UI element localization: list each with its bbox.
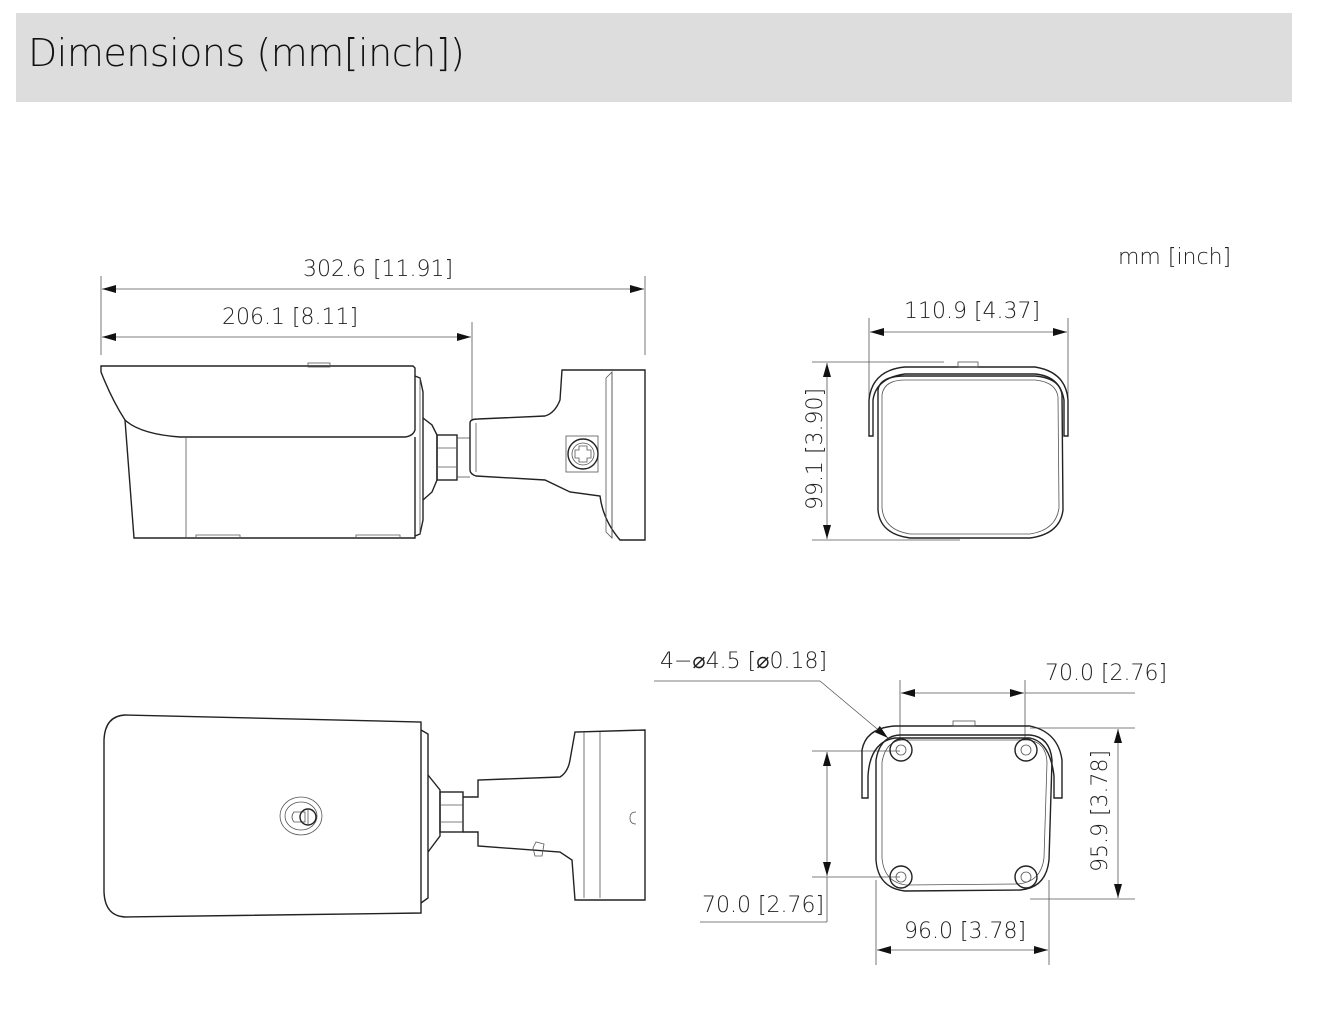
section-title: Dimensions (mm[inch]): [28, 31, 465, 75]
section-header: Dimensions (mm[inch]): [16, 13, 1292, 102]
base-width-label: 96.0 [3.78]: [904, 919, 1026, 944]
units-label: mm [inch]: [1118, 245, 1231, 270]
hole-spec-label: 4−⌀4.5 [⌀0.18]: [660, 649, 827, 674]
front-height-label: 99.1 [3.90]: [803, 388, 828, 510]
body-length-label: 206.1 [8.11]: [222, 305, 358, 330]
front-view: 110.9 [4.37] 99.1 [3.90]: [803, 299, 1069, 541]
hole-spacing-horizontal-label: 70.0 [2.76]: [1045, 661, 1167, 686]
side-view: 302.6 [11.91] 206.1 [8.11]: [100, 257, 646, 541]
hole-spacing-vertical-label: 70.0 [2.76]: [702, 893, 824, 918]
front-width-label: 110.9 [4.37]: [904, 299, 1040, 324]
base-height-label: 95.9 [3.78]: [1088, 750, 1113, 872]
overall-length-label: 302.6 [11.91]: [303, 257, 453, 282]
top-view: [103, 714, 646, 918]
mount-base-view: 4−⌀4.5 [⌀0.18] 70.0 [2.76] 70.0 [2.76] 9…: [654, 649, 1167, 965]
